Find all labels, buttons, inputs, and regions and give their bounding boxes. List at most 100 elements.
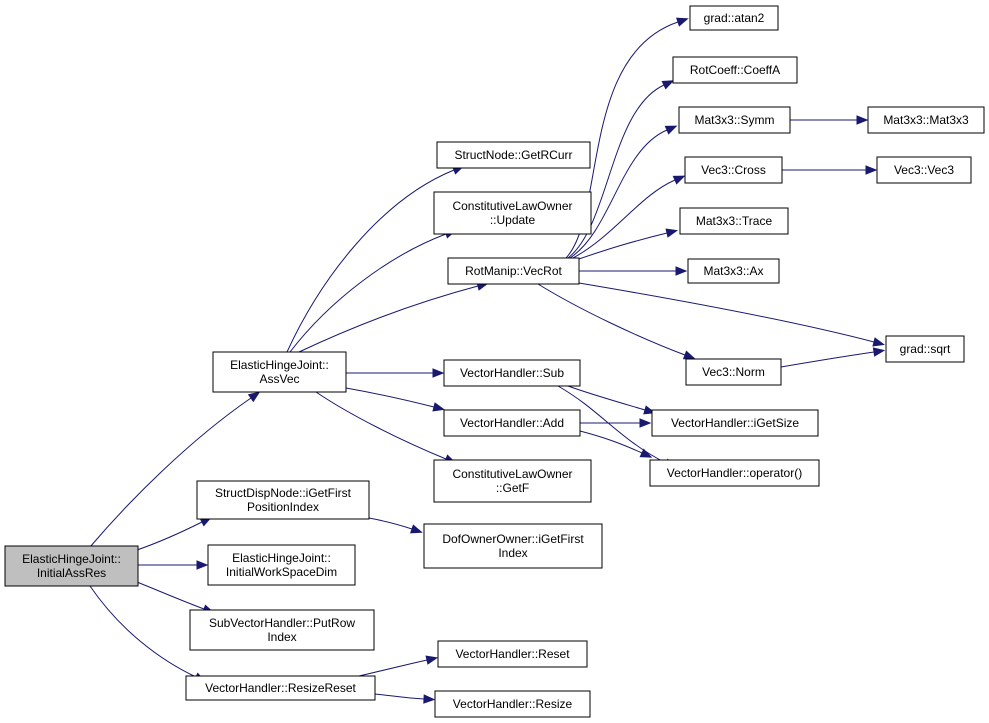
edge-line bbox=[557, 385, 667, 464]
node-vhreset[interactable]: VectorHandler::Reset bbox=[437, 640, 588, 668]
node-iwsd[interactable]: ElasticHingeJoint::InitialWorkSpaceDim bbox=[207, 544, 356, 586]
edge-vecrot-to-trace bbox=[575, 228, 679, 261]
node-box bbox=[684, 156, 783, 184]
node-label: Vec3::Vec3 bbox=[894, 163, 954, 177]
node-box bbox=[885, 335, 965, 363]
node-clupdate[interactable]: ConstitutiveLawOwner::Update bbox=[433, 191, 592, 235]
edge-vecrot-to-ax bbox=[579, 266, 688, 276]
node-label: StructDispNode::iGetFirst bbox=[215, 486, 352, 500]
edge-root-to-vhresreset bbox=[89, 585, 207, 682]
node-box bbox=[687, 258, 780, 284]
arrowhead bbox=[639, 418, 652, 428]
node-vecrot[interactable]: RotManip::VecRot bbox=[447, 257, 580, 285]
node-trace[interactable]: Mat3x3::Trace bbox=[679, 207, 789, 235]
node-root: ElasticHingeJoint::InitialAssRes bbox=[4, 545, 139, 587]
edge-norm-to-sqrt bbox=[780, 347, 886, 368]
node-box bbox=[685, 358, 782, 386]
node-label: PositionIndex bbox=[247, 500, 319, 514]
node-sqrt[interactable]: grad::sqrt bbox=[885, 335, 965, 363]
arrowhead bbox=[639, 448, 653, 458]
node-vhop[interactable]: VectorHandler::operator() bbox=[649, 459, 820, 487]
node-vec3[interactable]: Vec3::Vec3 bbox=[876, 156, 972, 184]
node-vhadd[interactable]: VectorHandler::Add bbox=[443, 409, 581, 437]
node-box bbox=[443, 409, 581, 437]
arrowhead bbox=[423, 694, 436, 704]
edge-vecrot-to-symm bbox=[569, 125, 678, 259]
arrowhead bbox=[664, 125, 678, 135]
edge-vecrot-to-cross bbox=[572, 175, 686, 259]
edge-vecrot-to-norm bbox=[537, 283, 696, 360]
node-box bbox=[423, 523, 603, 569]
node-label: grad::atan2 bbox=[704, 11, 765, 25]
arrowhead bbox=[665, 228, 679, 238]
edge-cross-to-vec3 bbox=[782, 165, 878, 175]
node-mat3x3[interactable]: Mat3x3::Mat3x3 bbox=[867, 106, 985, 134]
arrowhead bbox=[196, 560, 209, 570]
node-vhresize[interactable]: VectorHandler::Resize bbox=[434, 690, 591, 718]
edge-line bbox=[89, 397, 252, 548]
node-box bbox=[651, 409, 819, 437]
edge-line bbox=[374, 693, 425, 700]
edge-line bbox=[567, 84, 665, 259]
node-vhsub[interactable]: VectorHandler::Sub bbox=[443, 359, 581, 387]
node-ax[interactable]: Mat3x3::Ax bbox=[687, 258, 780, 284]
node-label: Vec3::Cross bbox=[701, 163, 766, 177]
arrowhead bbox=[672, 175, 686, 185]
edge-line bbox=[136, 581, 205, 610]
edge-root-to-iwsd bbox=[138, 560, 209, 570]
edge-assvec-to-vecrot bbox=[298, 281, 489, 353]
edge-line bbox=[368, 517, 413, 530]
edge-root-to-sdn bbox=[136, 516, 213, 551]
node-label: RotCoeff::CoeffA bbox=[690, 63, 780, 77]
node-label: SubVectorHandler::PutRow bbox=[209, 616, 355, 630]
node-box bbox=[447, 257, 580, 285]
node-assvec[interactable]: ElasticHingeJoint::AssVec bbox=[212, 351, 347, 393]
edge-vhresreset-to-vhresize bbox=[374, 693, 436, 704]
node-norm[interactable]: Vec3::Norm bbox=[685, 358, 782, 386]
edge-symm-to-mat3x3 bbox=[790, 115, 869, 125]
node-box bbox=[689, 5, 779, 31]
arrowhead bbox=[682, 350, 696, 360]
call-graph-nodes: ElasticHingeJoint::InitialAssRes ElasticH… bbox=[4, 5, 985, 718]
node-label: Mat3x3::Ax bbox=[703, 264, 763, 278]
node-box bbox=[212, 351, 347, 393]
node-label: Mat3x3::Trace bbox=[696, 214, 773, 228]
node-label: Mat3x3::Mat3x3 bbox=[883, 113, 969, 127]
node-label: AssVec bbox=[259, 372, 299, 386]
node-cross[interactable]: Vec3::Cross bbox=[684, 156, 783, 184]
edge-sdn-to-dofown bbox=[368, 517, 423, 534]
arrowhead bbox=[425, 655, 439, 665]
edge-line bbox=[780, 351, 875, 368]
edge-line bbox=[345, 387, 435, 408]
node-vhresreset[interactable]: VectorHandler::ResizeReset bbox=[185, 675, 376, 701]
node-box bbox=[649, 459, 820, 487]
edge-assvec-to-clupdate bbox=[289, 229, 457, 353]
node-coeffa[interactable]: RotCoeff::CoeffA bbox=[672, 56, 798, 84]
node-box bbox=[189, 609, 375, 651]
edge-vhadd-to-igetsize bbox=[580, 418, 652, 428]
node-label: ::GetF bbox=[496, 481, 529, 495]
edge-line bbox=[565, 21, 679, 259]
node-clgetf[interactable]: ConstitutiveLawOwner::GetF bbox=[433, 459, 592, 503]
edge-line bbox=[569, 129, 668, 259]
node-symm[interactable]: Mat3x3::Symm bbox=[678, 106, 791, 134]
edge-line bbox=[358, 659, 428, 677]
edge-vecrot-to-coeffa bbox=[567, 80, 675, 259]
node-atan2[interactable]: grad::atan2 bbox=[689, 5, 779, 31]
node-getrcurr[interactable]: StructNode::GetRCurr bbox=[436, 141, 591, 169]
edge-line bbox=[572, 179, 676, 259]
node-label: VectorHandler::Resize bbox=[453, 697, 573, 711]
node-box bbox=[437, 640, 588, 668]
edge-line bbox=[89, 585, 197, 678]
node-label: ::Update bbox=[490, 213, 536, 227]
edge-line bbox=[579, 430, 643, 454]
arrowhead bbox=[432, 368, 445, 378]
edge-vhsub-to-igetsize bbox=[567, 385, 656, 415]
arrowhead bbox=[247, 391, 261, 403]
node-label: InitialAssRes bbox=[37, 566, 106, 580]
node-igetsize[interactable]: VectorHandler::iGetSize bbox=[651, 409, 819, 437]
node-label: VectorHandler::Sub bbox=[460, 366, 564, 380]
